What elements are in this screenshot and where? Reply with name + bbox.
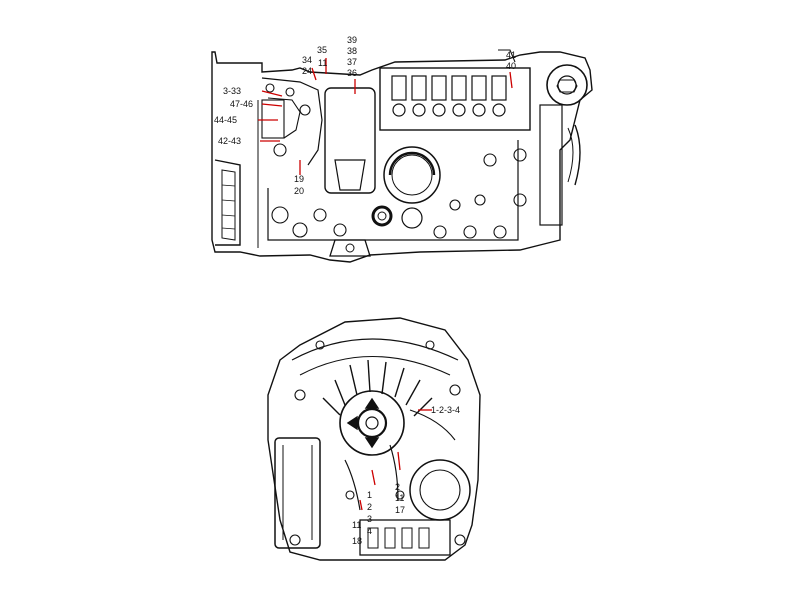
callout-47-46: 47-46 bbox=[230, 99, 254, 109]
callout-18: 18 bbox=[352, 536, 363, 546]
bottom-filter-housing bbox=[274, 437, 321, 549]
top-seal-ring bbox=[371, 205, 393, 227]
callout-39: 39 bbox=[347, 35, 358, 45]
bottom-valve-body bbox=[359, 519, 451, 556]
callout-1-2-3-4: 1-2-3-4 bbox=[431, 405, 461, 415]
callout-4-left: 4 bbox=[367, 526, 373, 536]
top-valve-block bbox=[379, 67, 531, 131]
bottom-housing-outline bbox=[267, 317, 481, 561]
leader-line bbox=[261, 90, 283, 97]
top-pump-housing bbox=[546, 64, 588, 106]
top-center-cover bbox=[324, 87, 376, 194]
callout-37: 37 bbox=[347, 57, 358, 67]
callout-3-33: 3-33 bbox=[223, 86, 242, 96]
callout-38: 38 bbox=[347, 46, 358, 56]
callout-34: 34 bbox=[302, 55, 313, 65]
callout-42-43: 42-43 bbox=[218, 136, 242, 146]
leader-line bbox=[371, 469, 376, 486]
callout-11-left: 11 bbox=[352, 520, 362, 530]
top-large-port bbox=[383, 146, 441, 204]
callout-40: 40 bbox=[506, 61, 517, 71]
callout-1-left: 1 bbox=[367, 490, 373, 500]
leader-line bbox=[311, 67, 317, 81]
callout-36: 36 bbox=[347, 68, 358, 78]
callout-11-right: 11 bbox=[395, 493, 405, 503]
callout-20: 20 bbox=[294, 186, 305, 196]
callout-3-left: 3 bbox=[367, 514, 373, 524]
callout-2-left: 2 bbox=[367, 502, 373, 512]
leader-line bbox=[359, 499, 363, 511]
callout-11-top: 11 bbox=[318, 58, 328, 68]
callout-24: 24 bbox=[302, 66, 313, 76]
callout-2-right: 2 bbox=[395, 482, 401, 492]
callout-35: 35 bbox=[317, 45, 328, 55]
bottom-center-hub bbox=[339, 390, 405, 456]
top-left-flange bbox=[214, 159, 241, 246]
callout-17: 17 bbox=[395, 505, 406, 515]
leader-line bbox=[397, 451, 401, 471]
top-right-pulley bbox=[574, 124, 581, 186]
top-housing-outline bbox=[211, 51, 593, 263]
callout-41: 41 bbox=[506, 50, 517, 60]
callout-44-45: 44-45 bbox=[214, 115, 238, 125]
leader-line bbox=[261, 103, 283, 107]
callout-19: 19 bbox=[294, 174, 305, 184]
leader-line bbox=[509, 71, 513, 89]
